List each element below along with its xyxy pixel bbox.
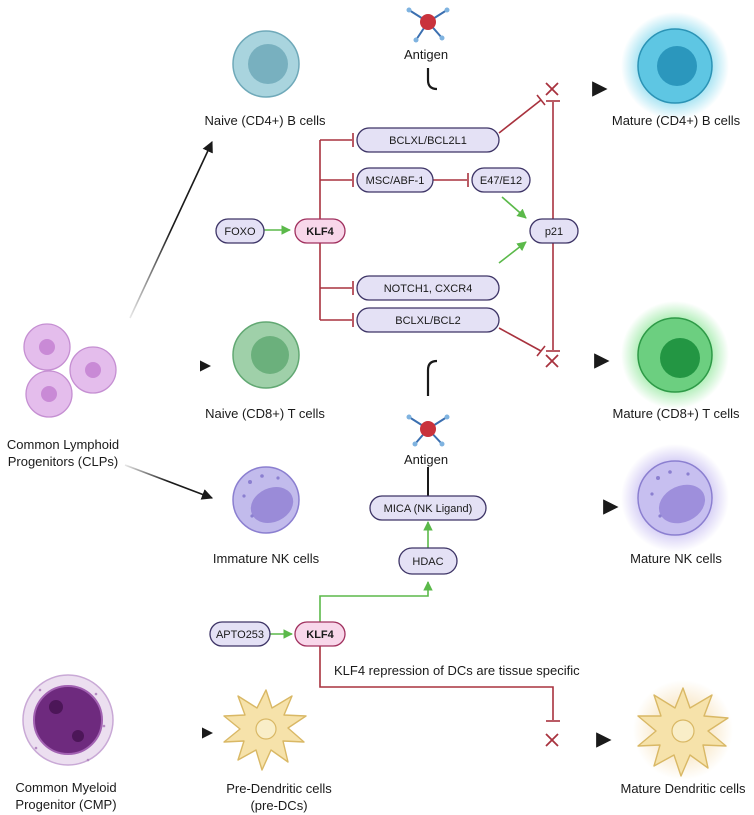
naive-t-label: Naive (CD8+) T cells xyxy=(205,406,325,421)
immature-nk-cell xyxy=(232,466,300,534)
naive-t-cell xyxy=(232,321,300,389)
mica-label: MICA (NK Ligand) xyxy=(384,503,473,515)
e47-e12-label: E47/E12 xyxy=(480,175,522,187)
klf4-bottom-label: KLF4 xyxy=(306,629,334,641)
p21-label: p21 xyxy=(545,226,563,238)
mature-dc-cell xyxy=(633,680,733,780)
arrow-clp-to-nk xyxy=(124,464,214,500)
hdac-node: HDAC xyxy=(398,547,458,575)
antigen-top-path xyxy=(426,68,438,91)
mature-dc-label: Mature Dendritic cells xyxy=(621,781,746,796)
cmp-label-line2: Progenitor (CMP) xyxy=(15,797,116,812)
antigen-top-label: Antigen xyxy=(404,47,448,62)
mature-t-cell xyxy=(621,301,729,409)
foxo-node: FOXO xyxy=(215,218,265,244)
bclxl-bcl2-node: BCLXL/BCL2 xyxy=(356,307,500,333)
antigen-top-icon xyxy=(406,7,450,43)
arrow-clp-to-naive-b xyxy=(129,140,213,319)
e47-e12-node: E47/E12 xyxy=(471,167,531,193)
apto253-node: APTO253 xyxy=(209,621,271,647)
mica-node: MICA (NK Ligand) xyxy=(369,495,487,521)
klf4-top-node: KLF4 xyxy=(294,218,346,244)
pre-dc-cell xyxy=(223,689,307,771)
pre-dc-label-line2: (pre-DCs) xyxy=(250,798,307,813)
antigen-mid-path xyxy=(426,359,438,396)
naive-b-cell xyxy=(232,30,300,98)
mature-b-cell xyxy=(621,12,729,120)
activation-arrows xyxy=(258,196,527,639)
pre-dc-label-line1: Pre-Dendritic cells xyxy=(226,781,332,796)
mature-nk-cell xyxy=(621,444,729,552)
msc-abf1-node: MSC/ABF-1 xyxy=(356,167,434,193)
p21-node: p21 xyxy=(529,218,579,244)
cmp-label-line1: Common Myeloid xyxy=(15,780,116,795)
antigen-mid-icon xyxy=(406,414,450,447)
klf4-bottom-node: KLF4 xyxy=(294,621,346,647)
bclxl-bcl2l1-label: BCLXL/BCL2L1 xyxy=(389,135,467,147)
naive-b-label: Naive (CD4+) B cells xyxy=(204,113,326,128)
apto253-label: APTO253 xyxy=(216,629,264,641)
foxo-label: FOXO xyxy=(224,226,256,238)
immature-nk-label: Immature NK cells xyxy=(213,551,320,566)
antigen-mid-label: Antigen xyxy=(404,452,448,467)
klf4-top-label: KLF4 xyxy=(306,226,334,238)
klf4-inhibition-network xyxy=(319,94,560,722)
clp-cells xyxy=(23,323,117,418)
mature-t-label: Mature (CD8+) T cells xyxy=(612,406,740,421)
cmp-cell xyxy=(22,674,114,766)
block-marks xyxy=(545,82,559,747)
notch1-cxcr4-node: NOTCH1, CXCR4 xyxy=(356,275,500,301)
clp-label-line2: Progenitors (CLPs) xyxy=(8,454,119,469)
mature-nk-label: Mature NK cells xyxy=(630,551,722,566)
bclxl-bcl2-label: BCLXL/BCL2 xyxy=(395,315,460,327)
klf4-dc-note: KLF4 repression of DCs are tissue specif… xyxy=(334,663,580,678)
msc-abf1-label: MSC/ABF-1 xyxy=(366,175,425,187)
clp-label-line1: Common Lymphoid xyxy=(7,437,119,452)
bclxl-bcl2l1-node: BCLXL/BCL2L1 xyxy=(356,127,500,153)
mature-b-label: Mature (CD4+) B cells xyxy=(612,113,741,128)
hdac-label: HDAC xyxy=(412,556,443,568)
notch1-cxcr4-label: NOTCH1, CXCR4 xyxy=(384,283,473,295)
